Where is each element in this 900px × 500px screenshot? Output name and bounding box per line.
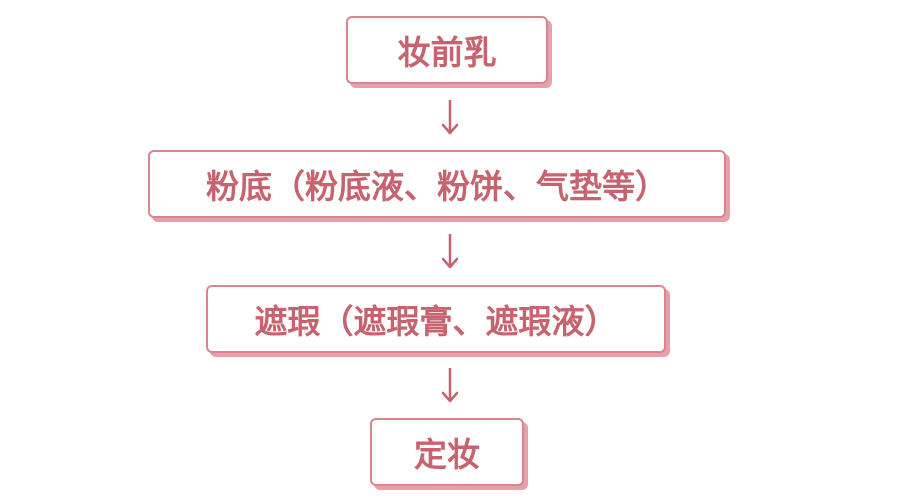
step-foundation-box: 粉底（粉底液、粉饼、气垫等） (148, 150, 726, 218)
down-arrow-icon (441, 100, 459, 135)
step-setting-box: 定妆 (370, 418, 524, 486)
down-arrow-icon (441, 368, 459, 403)
step-concealer-box: 遮瑕（遮瑕膏、遮瑕液） (206, 285, 666, 353)
step-concealer-label: 遮瑕（遮瑕膏、遮瑕液） (254, 302, 618, 341)
step-setting-label: 定妆 (414, 435, 480, 474)
step-primer-box: 妆前乳 (346, 16, 548, 84)
down-arrow-icon (441, 234, 459, 269)
step-foundation-label: 粉底（粉底液、粉饼、气垫等） (206, 167, 668, 206)
step-primer-label: 妆前乳 (397, 33, 497, 72)
